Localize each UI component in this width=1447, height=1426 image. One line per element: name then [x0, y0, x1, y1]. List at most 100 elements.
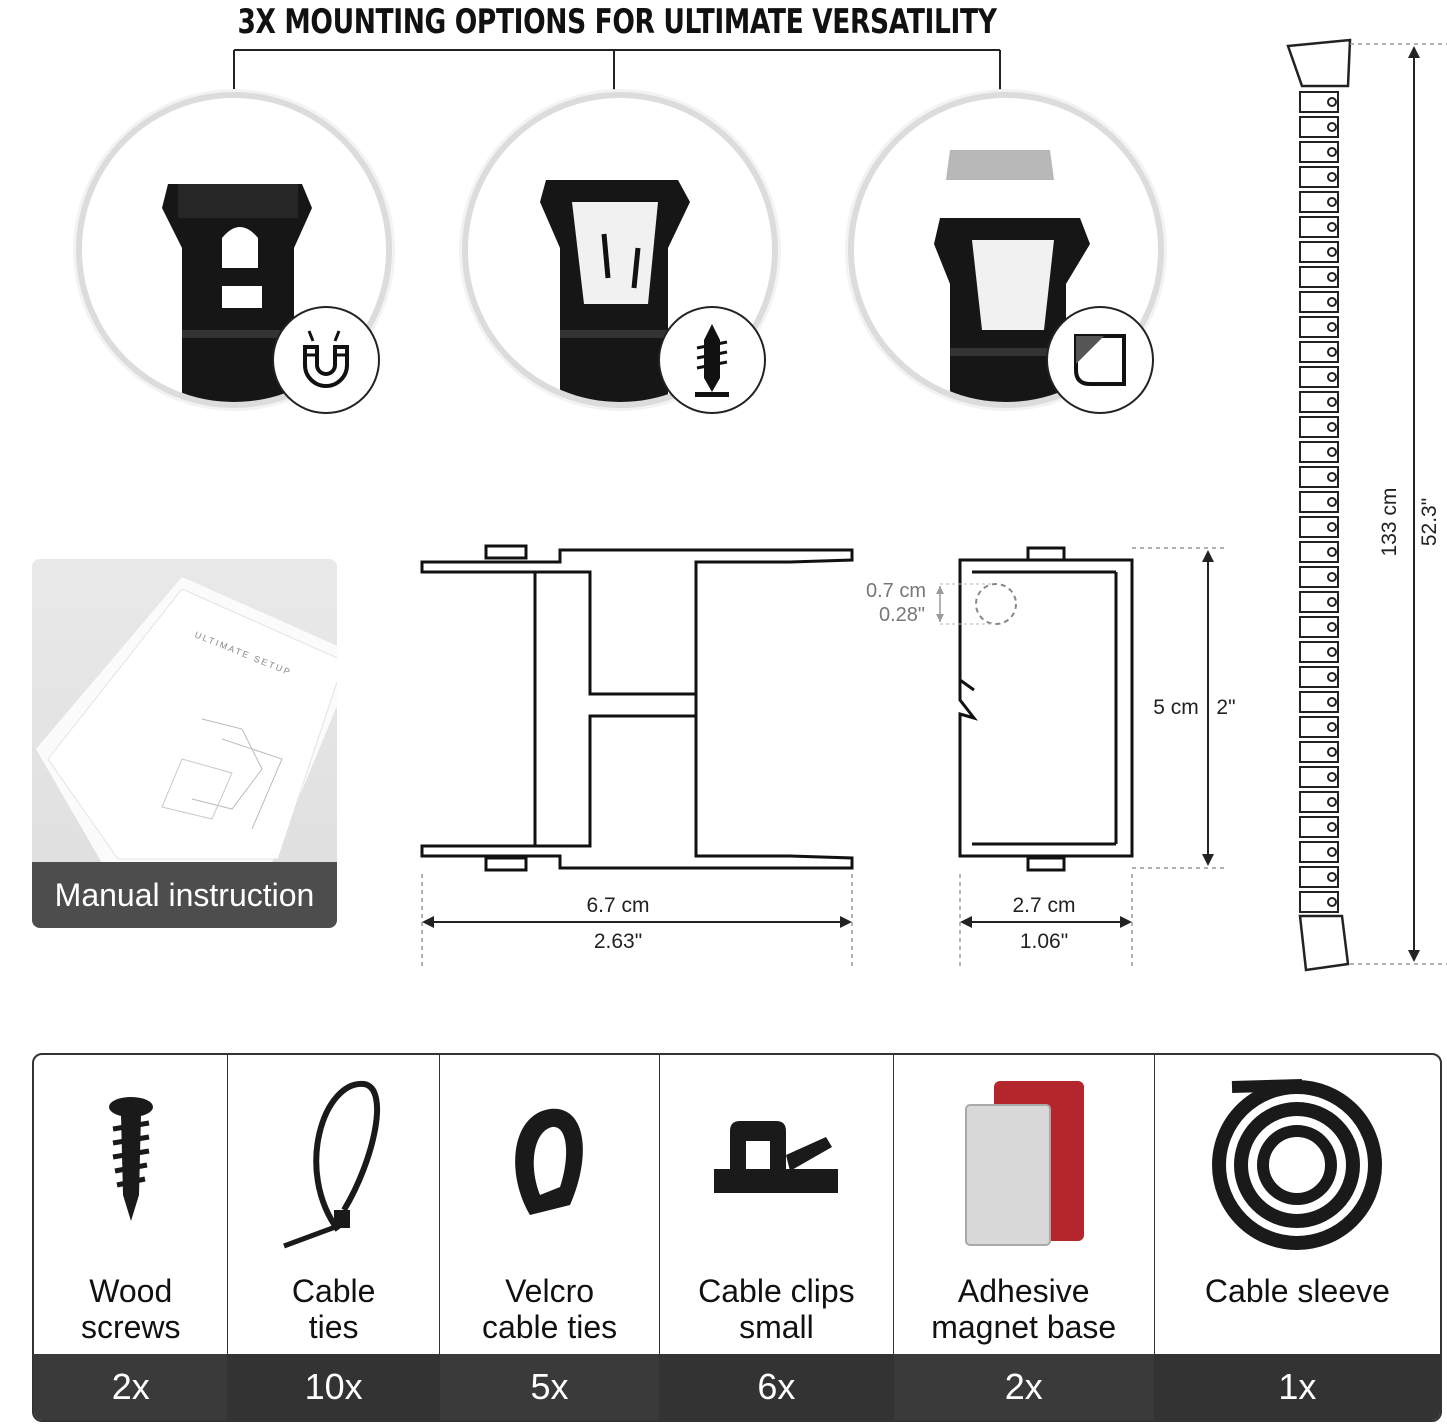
spine-link: [1299, 891, 1339, 913]
spine-pin: [1327, 172, 1337, 182]
spine-pin: [1327, 397, 1337, 407]
spine-pin: [1327, 847, 1337, 857]
spine-link: [1299, 216, 1339, 238]
height-in-label: 2": [1216, 696, 1235, 719]
magnet-icon: [272, 306, 380, 414]
cable-tie-icon: [282, 1080, 380, 1249]
spine-pin: [1327, 522, 1337, 532]
spine-pin: [1327, 372, 1337, 382]
adhesive-sticker-icon: [1046, 306, 1154, 414]
spine-link: [1299, 291, 1339, 313]
length-cm-label: 133 cm: [1378, 488, 1401, 557]
spine-pin: [1327, 822, 1337, 832]
spine-link: [1299, 716, 1339, 738]
headline-connector: [233, 49, 1001, 98]
length-in-label: 52.3": [1418, 498, 1441, 546]
spine-link: [1299, 91, 1339, 113]
spine-link: [1299, 541, 1339, 563]
screw-mount-illustration: [540, 180, 690, 402]
spine-link: [1299, 491, 1339, 513]
part-cable-sleeve: Cable sleeve 1x: [1154, 1055, 1440, 1420]
spine-pin: [1327, 197, 1337, 207]
spine-link: [1299, 191, 1339, 213]
part-qty: 2x: [34, 1354, 228, 1420]
magnet-base-icon: [964, 1081, 1084, 1246]
spine-pin: [1327, 597, 1337, 607]
spine-pin: [1327, 222, 1337, 232]
spine-link: [1299, 416, 1339, 438]
spine-link: [1299, 641, 1339, 663]
spine-pin: [1327, 722, 1337, 732]
spine-pin: [1327, 797, 1337, 807]
part-qty: 5x: [439, 1354, 660, 1420]
part-label: Cable sleeve: [1204, 1273, 1390, 1309]
spine-pin: [1327, 772, 1337, 782]
cable-clip-icon: [714, 1121, 839, 1193]
manual-caption: Manual instruction: [32, 862, 337, 928]
cable-sleeve-icon: [1212, 1079, 1383, 1250]
spine-pin: [1327, 447, 1337, 457]
spine-link: [1299, 166, 1339, 188]
velcro-tie-icon: [514, 1108, 583, 1215]
spine-link: [1299, 141, 1339, 163]
height-cm-label: 5 cm: [1153, 696, 1199, 719]
spine-link: [1299, 691, 1339, 713]
spine-pin: [1327, 347, 1337, 357]
spine-pin: [1327, 472, 1337, 482]
spine-pin: [1327, 322, 1337, 332]
spine-pin: [1327, 747, 1337, 757]
spine-link: [1299, 666, 1339, 688]
headline: 3X MOUNTING OPTIONS FOR ULTIMATE VERSATI…: [237, 2, 997, 42]
part-qty: 1x: [1154, 1354, 1440, 1420]
spine-link: [1299, 366, 1339, 388]
spine-pin: [1327, 272, 1337, 282]
spine-pin: [1327, 122, 1337, 132]
spine-pin: [1327, 622, 1337, 632]
spine-link: [1299, 316, 1339, 338]
spine-link: [1299, 866, 1339, 888]
side-dimension-drawing: 0.7 cm 0.28" 5 cm 2" 2.7 cm 1.06": [866, 546, 1236, 966]
spine-link: [1299, 391, 1339, 413]
front-dimension-drawing: 6.7 cm 2.63": [420, 544, 854, 966]
spine-link: [1299, 816, 1339, 838]
spine-pin: [1327, 247, 1337, 257]
part-qty: 10x: [228, 1354, 439, 1420]
front-width-in-label: 2.63": [594, 930, 642, 953]
spine-pin: [1327, 572, 1337, 582]
spine-link: [1299, 241, 1339, 263]
spine-pin: [1327, 897, 1337, 907]
spine-pin: [1327, 422, 1337, 432]
spine-link: [1299, 116, 1339, 138]
spine-link: [1299, 591, 1339, 613]
spine-pin: [1327, 672, 1337, 682]
spine-link: [1299, 516, 1339, 538]
spine-pin: [1327, 97, 1337, 107]
spine-link: [1299, 441, 1339, 463]
spine-link: [1299, 616, 1339, 638]
spine-link: [1299, 341, 1339, 363]
spine-link: [1299, 766, 1339, 788]
spine-link: [1299, 791, 1339, 813]
spine-pin: [1327, 547, 1337, 557]
spine-link: [1299, 741, 1339, 763]
spine-link: [1299, 266, 1339, 288]
spine-link: [1299, 841, 1339, 863]
spine-pin: [1327, 647, 1337, 657]
spine-pin: [1327, 872, 1337, 882]
spine-pin: [1327, 497, 1337, 507]
part-qty: 2x: [893, 1354, 1154, 1420]
spine-pin: [1327, 297, 1337, 307]
manual-booklet-illustration: ULTIMATE SETUP: [36, 577, 337, 863]
side-width-in-label: 1.06": [1020, 930, 1068, 953]
screw-icon: [658, 306, 766, 414]
